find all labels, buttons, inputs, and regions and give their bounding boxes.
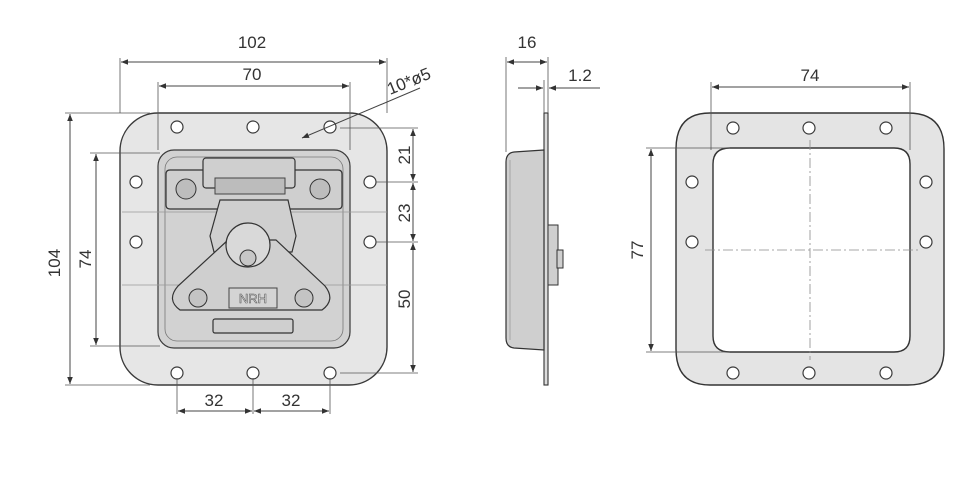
keeper-boss-right <box>309 178 331 200</box>
dim-cutout-height: 77 <box>628 241 647 260</box>
rear-mounting-hole <box>685 235 699 249</box>
mounting-hole <box>363 175 377 189</box>
rear-mounting-hole <box>919 175 933 189</box>
dim-holes: 10*ø5 <box>384 64 433 99</box>
side-dish-body <box>505 149 545 351</box>
mounting-hole <box>170 120 184 134</box>
dish-inner-edge <box>164 156 344 342</box>
latch-pivot-center <box>239 249 257 267</box>
mounting-hole <box>323 120 337 134</box>
latch-bottom-tab <box>212 318 294 334</box>
rear-mounting-hole <box>726 121 740 135</box>
dim-dish-height: 74 <box>76 250 95 269</box>
mounting-hole <box>129 235 143 249</box>
rear-mounting-hole <box>802 121 816 135</box>
dim-mid-offset: 23 <box>395 204 414 223</box>
dim-thickness: 1.2 <box>568 66 592 85</box>
dim-depth: 16 <box>518 33 537 52</box>
latch-pivot <box>225 222 271 268</box>
keeper-slot <box>214 177 286 195</box>
mounting-hole <box>170 366 184 380</box>
mounting-hole <box>323 366 337 380</box>
rear-mounting-hole <box>919 235 933 249</box>
dim-cutout-width: 74 <box>801 66 820 85</box>
keeper-boss-left <box>175 178 197 200</box>
dim-pitch-left: 32 <box>205 391 224 410</box>
side-view: 16 1.2 <box>505 33 600 386</box>
holes-leader <box>301 87 421 139</box>
dim-pitch-right: 32 <box>282 391 301 410</box>
rear-mounting-hole <box>726 366 740 380</box>
dim-dish-width: 70 <box>243 65 262 84</box>
rivet-left <box>188 288 208 308</box>
side-latch-knob <box>556 249 564 269</box>
dim-top-offset: 21 <box>395 146 414 165</box>
rear-view: 74 77 <box>628 66 945 386</box>
dim-overall-width: 102 <box>238 33 266 52</box>
front-view: NRH 102 70 10*ø5 104 74 21 23 <box>45 33 434 414</box>
rivet-right <box>294 288 314 308</box>
mounting-hole <box>129 175 143 189</box>
mounting-hole <box>246 366 260 380</box>
latch-plate <box>171 239 331 311</box>
rear-mounting-hole <box>879 366 893 380</box>
logo-text: NRH <box>239 291 267 306</box>
rear-mounting-hole <box>802 366 816 380</box>
mounting-hole <box>363 235 377 249</box>
rear-mounting-hole <box>879 121 893 135</box>
logo-box <box>228 287 278 309</box>
dim-lower-offset: 50 <box>395 290 414 309</box>
mounting-hole <box>246 120 260 134</box>
rear-frame <box>675 112 945 386</box>
dim-overall-height: 104 <box>45 249 64 277</box>
rear-mounting-hole <box>685 175 699 189</box>
